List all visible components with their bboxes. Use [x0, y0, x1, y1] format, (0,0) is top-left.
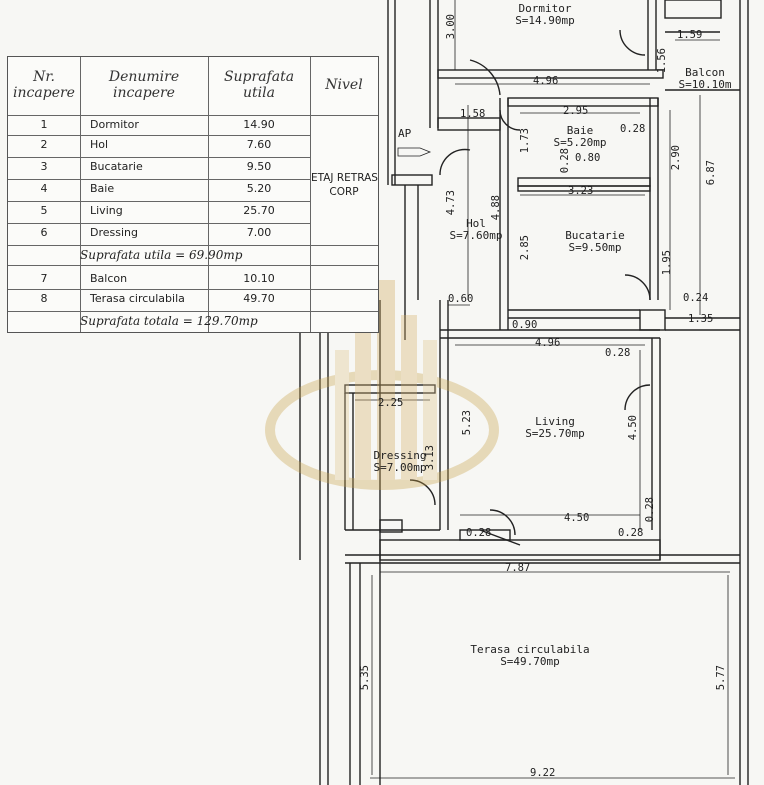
dim-4-88: 4.88	[490, 195, 502, 221]
dim-1-73: 1.73	[519, 128, 531, 154]
header-nr: Nr. incapere	[13, 69, 75, 101]
room-name: Bucatarie	[565, 229, 625, 242]
room-balcon: Balcon S=10.10m	[675, 67, 735, 91]
row-nr: 2	[40, 138, 48, 151]
header-name: Denumire incapere	[108, 69, 180, 101]
level-value: ETAJ RETRAS CORP	[311, 172, 378, 198]
row-area: 9.50	[246, 160, 272, 173]
room-living: Living S=25.70mp	[505, 416, 605, 440]
room-baie: Baie S=5.20mp	[535, 125, 625, 149]
dim-4-50-horizontal: 4.50	[564, 512, 590, 524]
room-area: S=9.50mp	[568, 241, 622, 254]
room-area: S=49.70mp	[500, 655, 560, 668]
row-name: Baie	[90, 182, 115, 195]
row-nr: 1	[40, 118, 48, 131]
dim-5-77: 5.77	[715, 665, 727, 691]
dim-5-35: 5.35	[359, 665, 371, 691]
room-name: Dormitor	[518, 2, 572, 15]
dim-1-58: 1.58	[460, 108, 486, 120]
total-row: Suprafata totala = 129.70mp	[80, 314, 258, 328]
row-area: 25.70	[243, 204, 275, 217]
room-name: Dressing	[373, 449, 427, 462]
room-area: S=7.60mp	[449, 229, 503, 242]
header-level: Nivel	[325, 77, 363, 93]
extra-row-nr: 7	[40, 272, 48, 285]
dim-0-28-bottom-right: 0.28	[618, 527, 644, 539]
dim-0-90: 0.90	[512, 319, 538, 331]
header-area: Suprafata utila	[223, 69, 295, 101]
dim-2-25: 2.25	[378, 397, 404, 409]
watermark-logo	[265, 280, 499, 490]
dim-7-87: 7.87	[505, 562, 531, 574]
dim-4-96-living: 4.96	[535, 337, 561, 349]
row-area: 7.00	[246, 226, 272, 239]
dim-0-60: 0.60	[448, 293, 474, 305]
extra-row-area: 49.70	[243, 292, 275, 305]
room-area: S=14.90mp	[515, 14, 575, 27]
dim-0-28-baie: 0.28	[620, 123, 646, 135]
subtotal-row: Suprafata utila = 69.90mp	[80, 248, 243, 262]
row-nr: 6	[40, 226, 48, 239]
room-name: Living	[535, 415, 575, 428]
dim-2-95: 2.95	[563, 105, 589, 117]
extra-row-name: Balcon	[90, 272, 128, 285]
dim-2-85: 2.85	[519, 235, 531, 261]
dim-3-13: 3.13	[424, 445, 436, 471]
dim-0-80: 0.80	[575, 152, 601, 164]
dim-4-96-top: 4.96	[533, 75, 559, 87]
dim-0-28-right: 0.28	[644, 497, 656, 523]
extra-row-area: 10.10	[243, 272, 275, 285]
room-terasa: Terasa circulabila S=49.70mp	[465, 644, 595, 668]
ap-label: AP	[398, 127, 412, 140]
room-area: S=25.70mp	[525, 427, 585, 440]
row-name: Hol	[90, 138, 109, 151]
row-area: 14.90	[243, 118, 275, 131]
row-name: Dormitor	[90, 118, 139, 131]
room-area: S=5.20mp	[553, 136, 607, 149]
row-nr: 3	[40, 160, 48, 173]
dim-9-22: 9.22	[530, 767, 556, 779]
dim-3-23: 3.23	[568, 185, 594, 197]
room-name: Baie	[566, 124, 594, 137]
dim-1-56: 1.56	[656, 48, 668, 74]
room-name: Balcon	[685, 66, 725, 79]
room-area: S=7.00mp	[373, 461, 427, 474]
dim-0-24: 0.24	[683, 292, 709, 304]
room-hol: Hol S=7.60mp	[446, 218, 506, 242]
dim-1-95: 1.95	[661, 250, 673, 276]
room-dressing: Dressing S=7.00mp	[355, 450, 445, 474]
dim-6-87: 6.87	[705, 160, 717, 186]
dim-1-59: 1.59	[677, 29, 703, 41]
dim-4-73: 4.73	[445, 190, 457, 216]
row-nr: 4	[40, 182, 48, 195]
row-area: 5.20	[246, 182, 272, 195]
room-bucatarie: Bucatarie S=9.50mp	[550, 230, 640, 254]
room-area: S=10.10m	[678, 78, 732, 91]
room-name: Hol	[466, 217, 486, 230]
row-nr: 5	[40, 204, 48, 217]
area-table: Nr. incapere Denumire incapere Suprafata…	[7, 56, 379, 333]
dim-4-50-vertical: 4.50	[627, 415, 639, 441]
dim-0-28-bottom-left: 0.28	[466, 527, 492, 539]
row-name: Dressing	[90, 226, 138, 239]
dim-5-23: 5.23	[461, 410, 473, 436]
row-name: Living	[90, 204, 123, 217]
extra-row-name: Terasa circulabila	[90, 292, 185, 305]
dim-2-90: 2.90	[670, 145, 682, 171]
room-dormitor: Dormitor S=14.90mp	[495, 3, 595, 27]
row-area: 7.60	[246, 138, 272, 151]
dim-3-00: 3.00	[445, 14, 457, 40]
dim-0-28-wall: 0.28	[559, 148, 571, 174]
dim-0-28-living: 0.28	[605, 347, 631, 359]
dim-1-35: 1.35	[688, 313, 714, 325]
room-name: Terasa circulabila	[470, 643, 590, 656]
extra-row-nr: 8	[40, 292, 48, 305]
row-name: Bucatarie	[90, 160, 143, 173]
